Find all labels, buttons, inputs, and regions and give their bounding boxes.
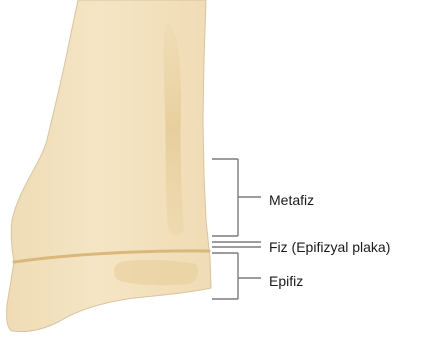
physis-bracket [212, 242, 261, 247]
metaphysis-bracket [212, 159, 261, 236]
distal-shading [114, 260, 198, 285]
physis-label: Fiz (Epifizyal plaka) [269, 240, 390, 254]
epiphysis-label: Epifiz [269, 274, 303, 288]
epiphysis-bracket [212, 253, 261, 299]
metaphysis-label: Metafiz [269, 193, 314, 207]
